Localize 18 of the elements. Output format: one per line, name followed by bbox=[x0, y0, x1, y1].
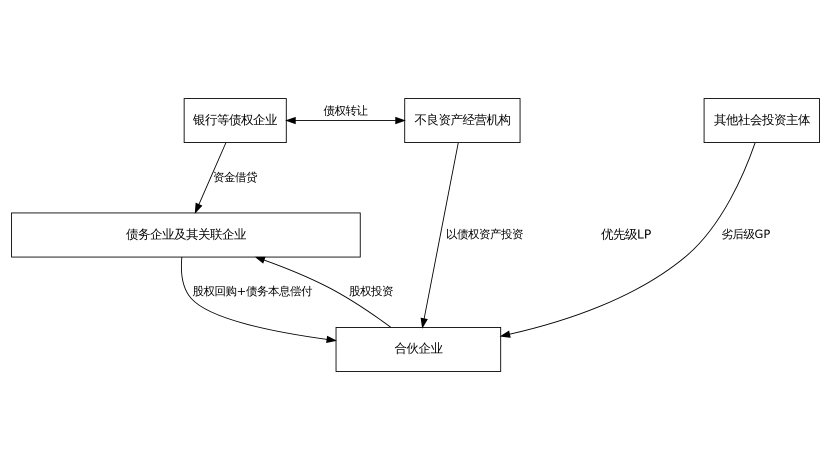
arrow bbox=[194, 142, 226, 214]
node-box: 不良资产经营机构 bbox=[404, 98, 520, 143]
arrow bbox=[254, 256, 392, 328]
node-box: 合伙企业 bbox=[336, 327, 502, 372]
arrow bbox=[500, 142, 756, 338]
arrow bbox=[180, 256, 338, 344]
edge-label: 以债权资产投资 bbox=[446, 226, 523, 241]
edge-label: 资金借贷 bbox=[213, 170, 258, 184]
label: 优先级LP bbox=[601, 227, 652, 242]
arrow bbox=[285, 116, 406, 124]
edge-label: 股权回购+债务本息偿付 bbox=[192, 284, 312, 298]
node-box: 银行等债权企业 bbox=[184, 98, 287, 143]
node-box: 债务企业及其关联企业 bbox=[11, 212, 361, 258]
arrow bbox=[420, 142, 459, 329]
edge-label: 劣后级GP bbox=[722, 226, 770, 241]
edge-label: 债权转让 bbox=[324, 104, 368, 118]
edge-label: 股权投资 bbox=[348, 284, 393, 298]
node-box: 其他社会投资主体 bbox=[704, 98, 820, 143]
